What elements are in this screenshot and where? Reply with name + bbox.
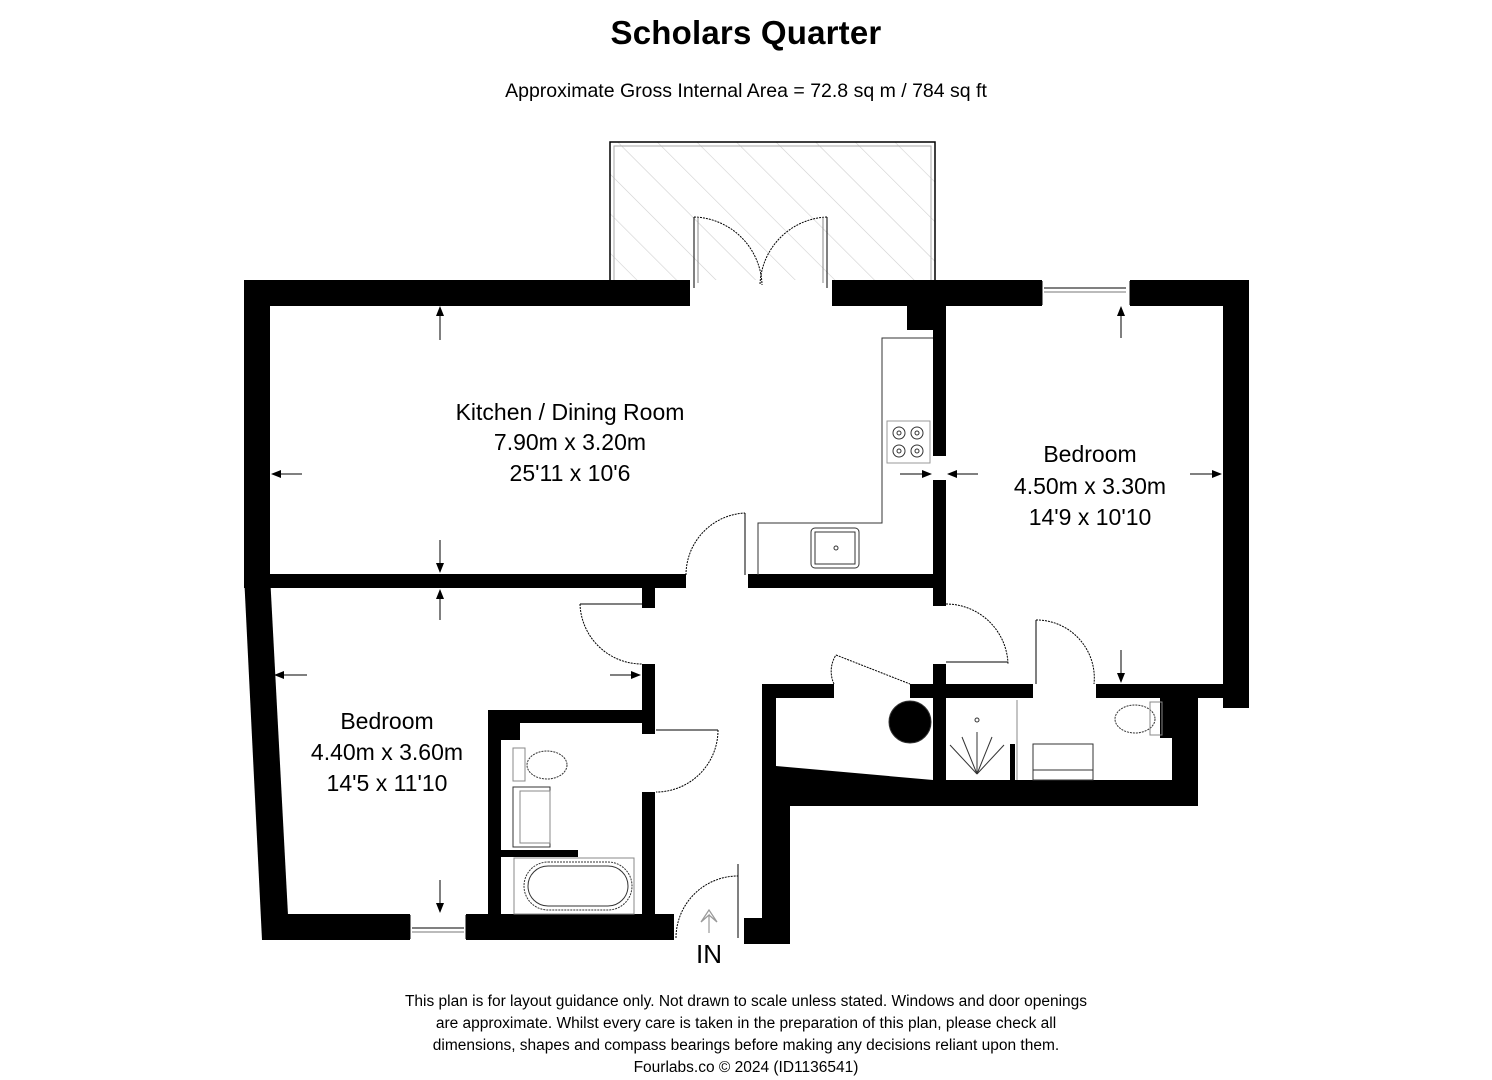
room-bedroom-left: Bedroom 4.40m x 3.60m 14'5 x 11'10 [311, 708, 463, 796]
room-kitchen-dining: Kitchen / Dining Room 7.90m x 3.20m 25'1… [456, 399, 685, 486]
hob-icon [892, 426, 924, 458]
room-size-imperial: 25'11 x 10'6 [510, 460, 631, 486]
room-size-metric: 4.40m x 3.60m [311, 739, 463, 765]
plan-title: Scholars Quarter [610, 14, 882, 51]
disclaimer-line: are approximate. Whilst every care is ta… [435, 1015, 1057, 1032]
boiler-cylinder-icon [888, 700, 932, 744]
disclaimer-line: dimensions, shapes and compass bearings … [432, 1037, 1060, 1054]
walls [244, 280, 1249, 944]
windows [409, 281, 1131, 939]
balcony [609, 141, 936, 282]
dimension-arrows [271, 306, 1222, 913]
room-name: Bedroom [1043, 441, 1136, 467]
kitchen-counter [757, 337, 933, 575]
room-bedroom-right: Bedroom 4.50m x 3.30m 14'9 x 10'10 [1014, 441, 1166, 530]
disclaimer: This plan is for layout guidance only. N… [0, 991, 1492, 1079]
entrance-arrow-icon [700, 908, 718, 933]
kitchen-sink-icon [810, 527, 860, 569]
shower-icon [949, 717, 1005, 775]
disclaimer-line: This plan is for layout guidance only. N… [404, 993, 1088, 1010]
gross-internal-area: Approximate Gross Internal Area = 72.8 s… [505, 80, 987, 102]
copyright-line: Fourlabs.co © 2024 (ID1136541) [633, 1059, 859, 1076]
doors [579, 216, 1095, 939]
entrance-label: IN [696, 939, 722, 969]
room-size-imperial: 14'9 x 10'10 [1029, 504, 1152, 530]
bathroom-fixtures [512, 747, 635, 915]
ensuite-fixtures [888, 700, 1163, 781]
room-name: Bedroom [340, 708, 433, 734]
room-size-metric: 7.90m x 3.20m [494, 429, 646, 455]
room-size-imperial: 14'5 x 11'10 [327, 770, 448, 796]
room-size-metric: 4.50m x 3.30m [1014, 473, 1166, 499]
room-name: Kitchen / Dining Room [456, 399, 685, 425]
